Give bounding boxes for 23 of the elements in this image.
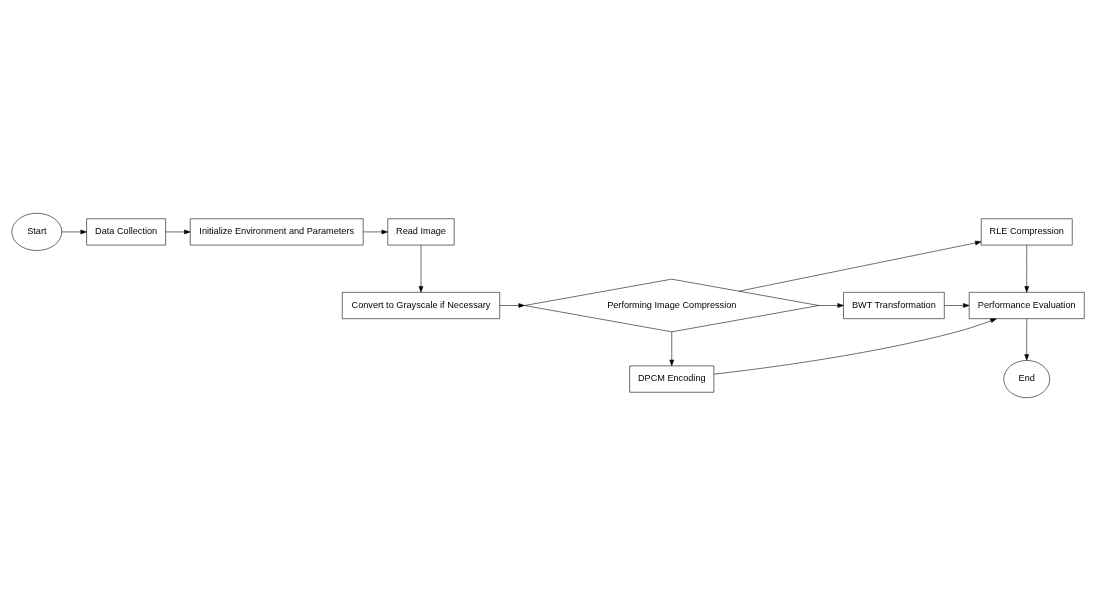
node-box: Convert to Grayscale if Necessary xyxy=(342,292,500,319)
arrow xyxy=(1024,318,1030,361)
node-ellipse: Start xyxy=(11,213,63,251)
arrow xyxy=(165,229,191,235)
node-box: Data Collection xyxy=(86,218,166,246)
node-box: Read Image xyxy=(387,218,455,246)
node-box: RLE Compression xyxy=(980,218,1073,246)
arrow xyxy=(669,331,675,366)
arrow xyxy=(418,244,424,293)
arrow xyxy=(499,303,525,308)
arrow xyxy=(1024,244,1030,293)
arrow xyxy=(944,303,970,308)
node-box: DPCM Encoding xyxy=(629,365,715,393)
arrow xyxy=(61,229,87,235)
node-box: Performance Evaluation xyxy=(968,292,1085,319)
node-ellipse: End xyxy=(1003,360,1050,398)
arrow xyxy=(818,303,844,308)
node-diamond: Performing Image Compression xyxy=(524,278,820,333)
arrow xyxy=(738,240,982,292)
arrow xyxy=(713,318,997,375)
node-box: Initialize Environment and Parameters xyxy=(189,218,364,246)
arrow xyxy=(362,229,388,235)
node-box: BWT Transformation xyxy=(843,292,945,319)
